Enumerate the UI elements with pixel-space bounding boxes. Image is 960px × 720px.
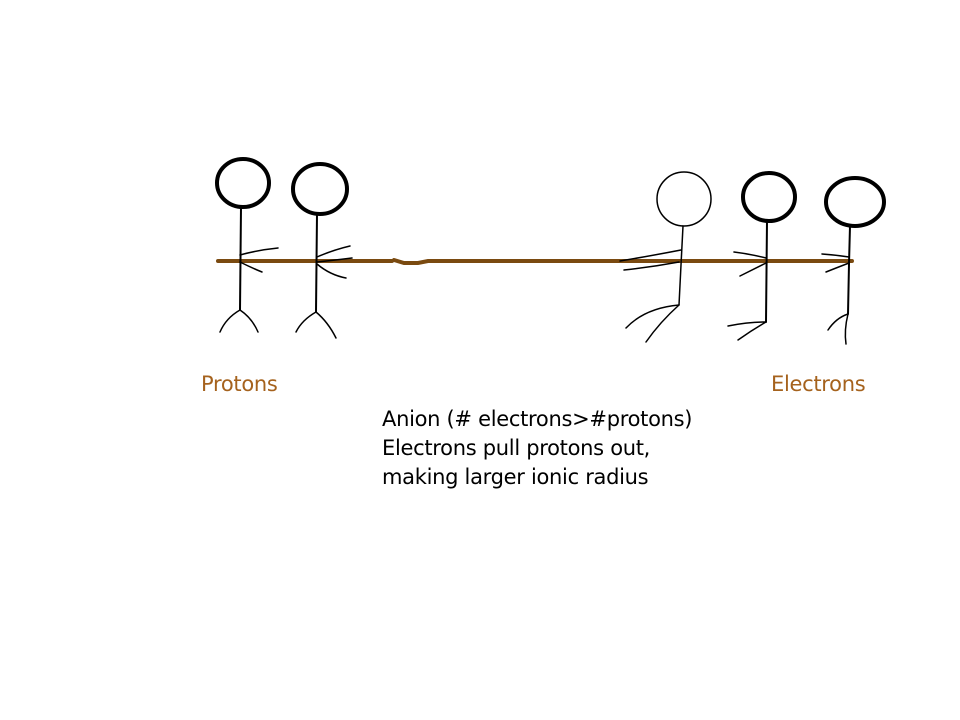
electron-figure-2-arms (733, 251, 767, 277)
electron-figure-2-head (741, 171, 797, 223)
electron-figure-1-head (656, 171, 712, 227)
caption-line-3: making larger ionic radius (382, 465, 649, 489)
proton-figure-2-head (291, 162, 349, 216)
electron-figure-2-legs (727, 321, 767, 341)
caption: Anion (# electrons>#protons) Electrons p… (382, 405, 693, 492)
rope (216, 258, 854, 265)
proton-figure-2-arms (316, 245, 353, 279)
electron-figure-3-body (847, 225, 851, 315)
proton-figure-1-legs (219, 309, 259, 333)
proton-figure-1-head (215, 157, 271, 209)
electron-figure-1-legs (625, 304, 680, 343)
electron-figure-1-body (678, 225, 684, 306)
caption-line-2: Electrons pull protons out, (382, 436, 651, 460)
electron-figure-2-body (765, 220, 768, 323)
electron-figure-1 (619, 171, 712, 343)
electron-figure-3 (821, 176, 886, 345)
proton-figure-2-body (315, 213, 318, 313)
proton-figure-2 (291, 162, 353, 339)
electron-figure-3-arms (821, 253, 850, 273)
electron-figure-3-head (824, 176, 886, 228)
electron-figure-3-legs (827, 313, 849, 345)
electrons-label: Electrons (771, 372, 866, 396)
caption-line-1: Anion (# electrons>#protons) (382, 407, 693, 431)
electron-figure-1-arms (619, 249, 682, 271)
proton-figure-2-legs (295, 311, 337, 339)
proton-figure-1 (215, 157, 279, 333)
proton-figure-1-body (239, 206, 242, 311)
electron-figure-2 (727, 171, 797, 341)
proton-figure-1-arms (239, 247, 279, 273)
protons-label: Protons (201, 372, 278, 396)
